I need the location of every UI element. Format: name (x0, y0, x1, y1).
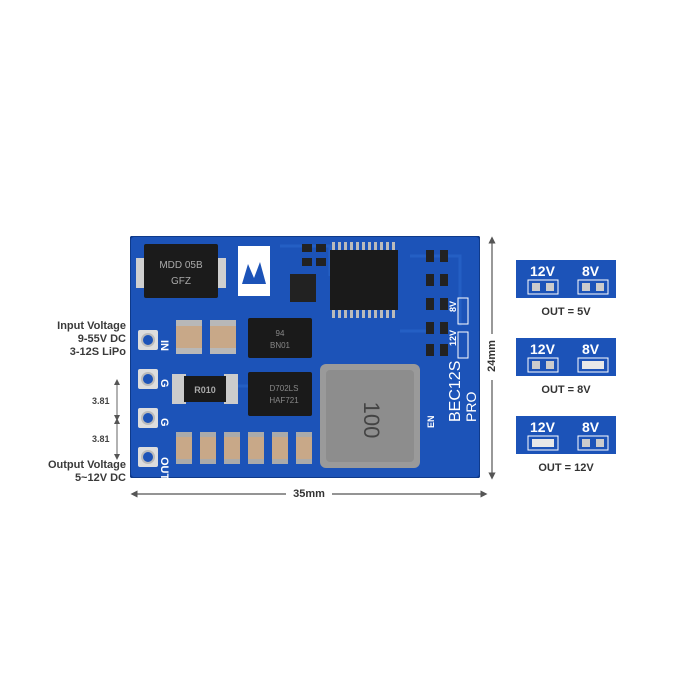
pad-out (138, 447, 158, 467)
jumper-12v-label: 12V (530, 341, 556, 357)
jumper-8v-label: 8V (582, 263, 600, 279)
input-capacitors (176, 320, 236, 354)
output-voltage-range: 5~12V DC (74, 472, 126, 484)
input-voltage-label: Input Voltage 9-55V DC 3-12S LiPo (20, 320, 126, 359)
mosfet-1-marking-2: BN01 (270, 341, 291, 350)
shunt-resistor: R010 (172, 374, 238, 404)
mosfet-2: D702LS HAF721 (248, 372, 312, 416)
jumper-thumbnail-8v: 12V 8V (516, 338, 616, 376)
mosfet-2-marking-2: HAF721 (269, 396, 299, 405)
shunt-marking: R010 (194, 385, 216, 395)
jumper-8v-label: 8V (582, 341, 600, 357)
diode-marking-2: GFZ (171, 276, 191, 287)
jumper-config-8v: 12V 8V OUT = 8V (516, 338, 616, 396)
small-transistor (290, 274, 316, 302)
silk-model-sub-label: PRO (463, 392, 479, 422)
silk-g1-label: G (158, 379, 170, 388)
logo-block (238, 246, 270, 296)
pcb-board: MDD 05B GFZ 94 BN01 R010 (130, 236, 480, 478)
silk-en-label: EN (426, 415, 436, 428)
pitch-label-2: 3.81 (92, 434, 110, 444)
output-voltage-label: Output Voltage 5~12V DC (20, 459, 126, 485)
diode-marking-1: MDD 05B (159, 260, 203, 271)
silk-out-label: OUT (158, 457, 170, 478)
jumper-caption-5v: OUT = 5V (541, 306, 591, 318)
mosfet-1: 94 BN01 (248, 318, 312, 358)
input-voltage-title: Input Voltage (57, 320, 126, 332)
input-voltage-cells: 3-12S LiPo (69, 346, 126, 358)
jumper-config-5v: 12V 8V OUT = 5V (516, 260, 616, 318)
jumper-12v-label: 12V (530, 263, 556, 279)
output-capacitors (176, 432, 312, 464)
board-jumper-12v (457, 331, 469, 359)
solder-bridge-8v (582, 361, 604, 369)
silk-g2-label: G (158, 418, 170, 427)
board-jumper-8v (457, 297, 469, 325)
pitch-label-1: 3.81 (92, 396, 110, 406)
silk-12v-label: 12V (448, 330, 458, 346)
jumper-thumbnail-12v: 12V 8V (516, 416, 616, 454)
jumper-caption-8v: OUT = 8V (541, 384, 591, 396)
diode-component: MDD 05B GFZ (136, 244, 226, 298)
silk-in-label: IN (158, 340, 170, 351)
pad-g1 (138, 369, 158, 389)
silk-8v-label: 8V (448, 301, 458, 312)
silk-model-label: BEC12S (447, 361, 464, 422)
height-label: 24mm (486, 340, 498, 372)
jumper-config-12v: 12V 8V OUT = 12V (516, 416, 616, 474)
inductor: 100 (320, 364, 420, 468)
jumper-thumbnail-5v: 12V 8V (516, 260, 616, 298)
input-voltage-range: 9-55V DC (77, 333, 126, 345)
mosfet-1-marking-1: 94 (276, 329, 285, 338)
pad-g2 (138, 408, 158, 428)
width-label: 35mm (293, 488, 325, 500)
pad-in (138, 330, 158, 350)
jumper-caption-12v: OUT = 12V (538, 462, 594, 474)
jumper-8v-label: 8V (582, 419, 600, 435)
mosfet-2-marking-1: D702LS (270, 384, 299, 393)
output-voltage-title: Output Voltage (47, 459, 126, 471)
jumper-12v-label: 12V (530, 419, 556, 435)
controller-ic (330, 242, 398, 318)
logo-icon (242, 262, 266, 284)
solder-bridge-12v (532, 439, 554, 447)
inductor-marking: 100 (359, 402, 384, 439)
